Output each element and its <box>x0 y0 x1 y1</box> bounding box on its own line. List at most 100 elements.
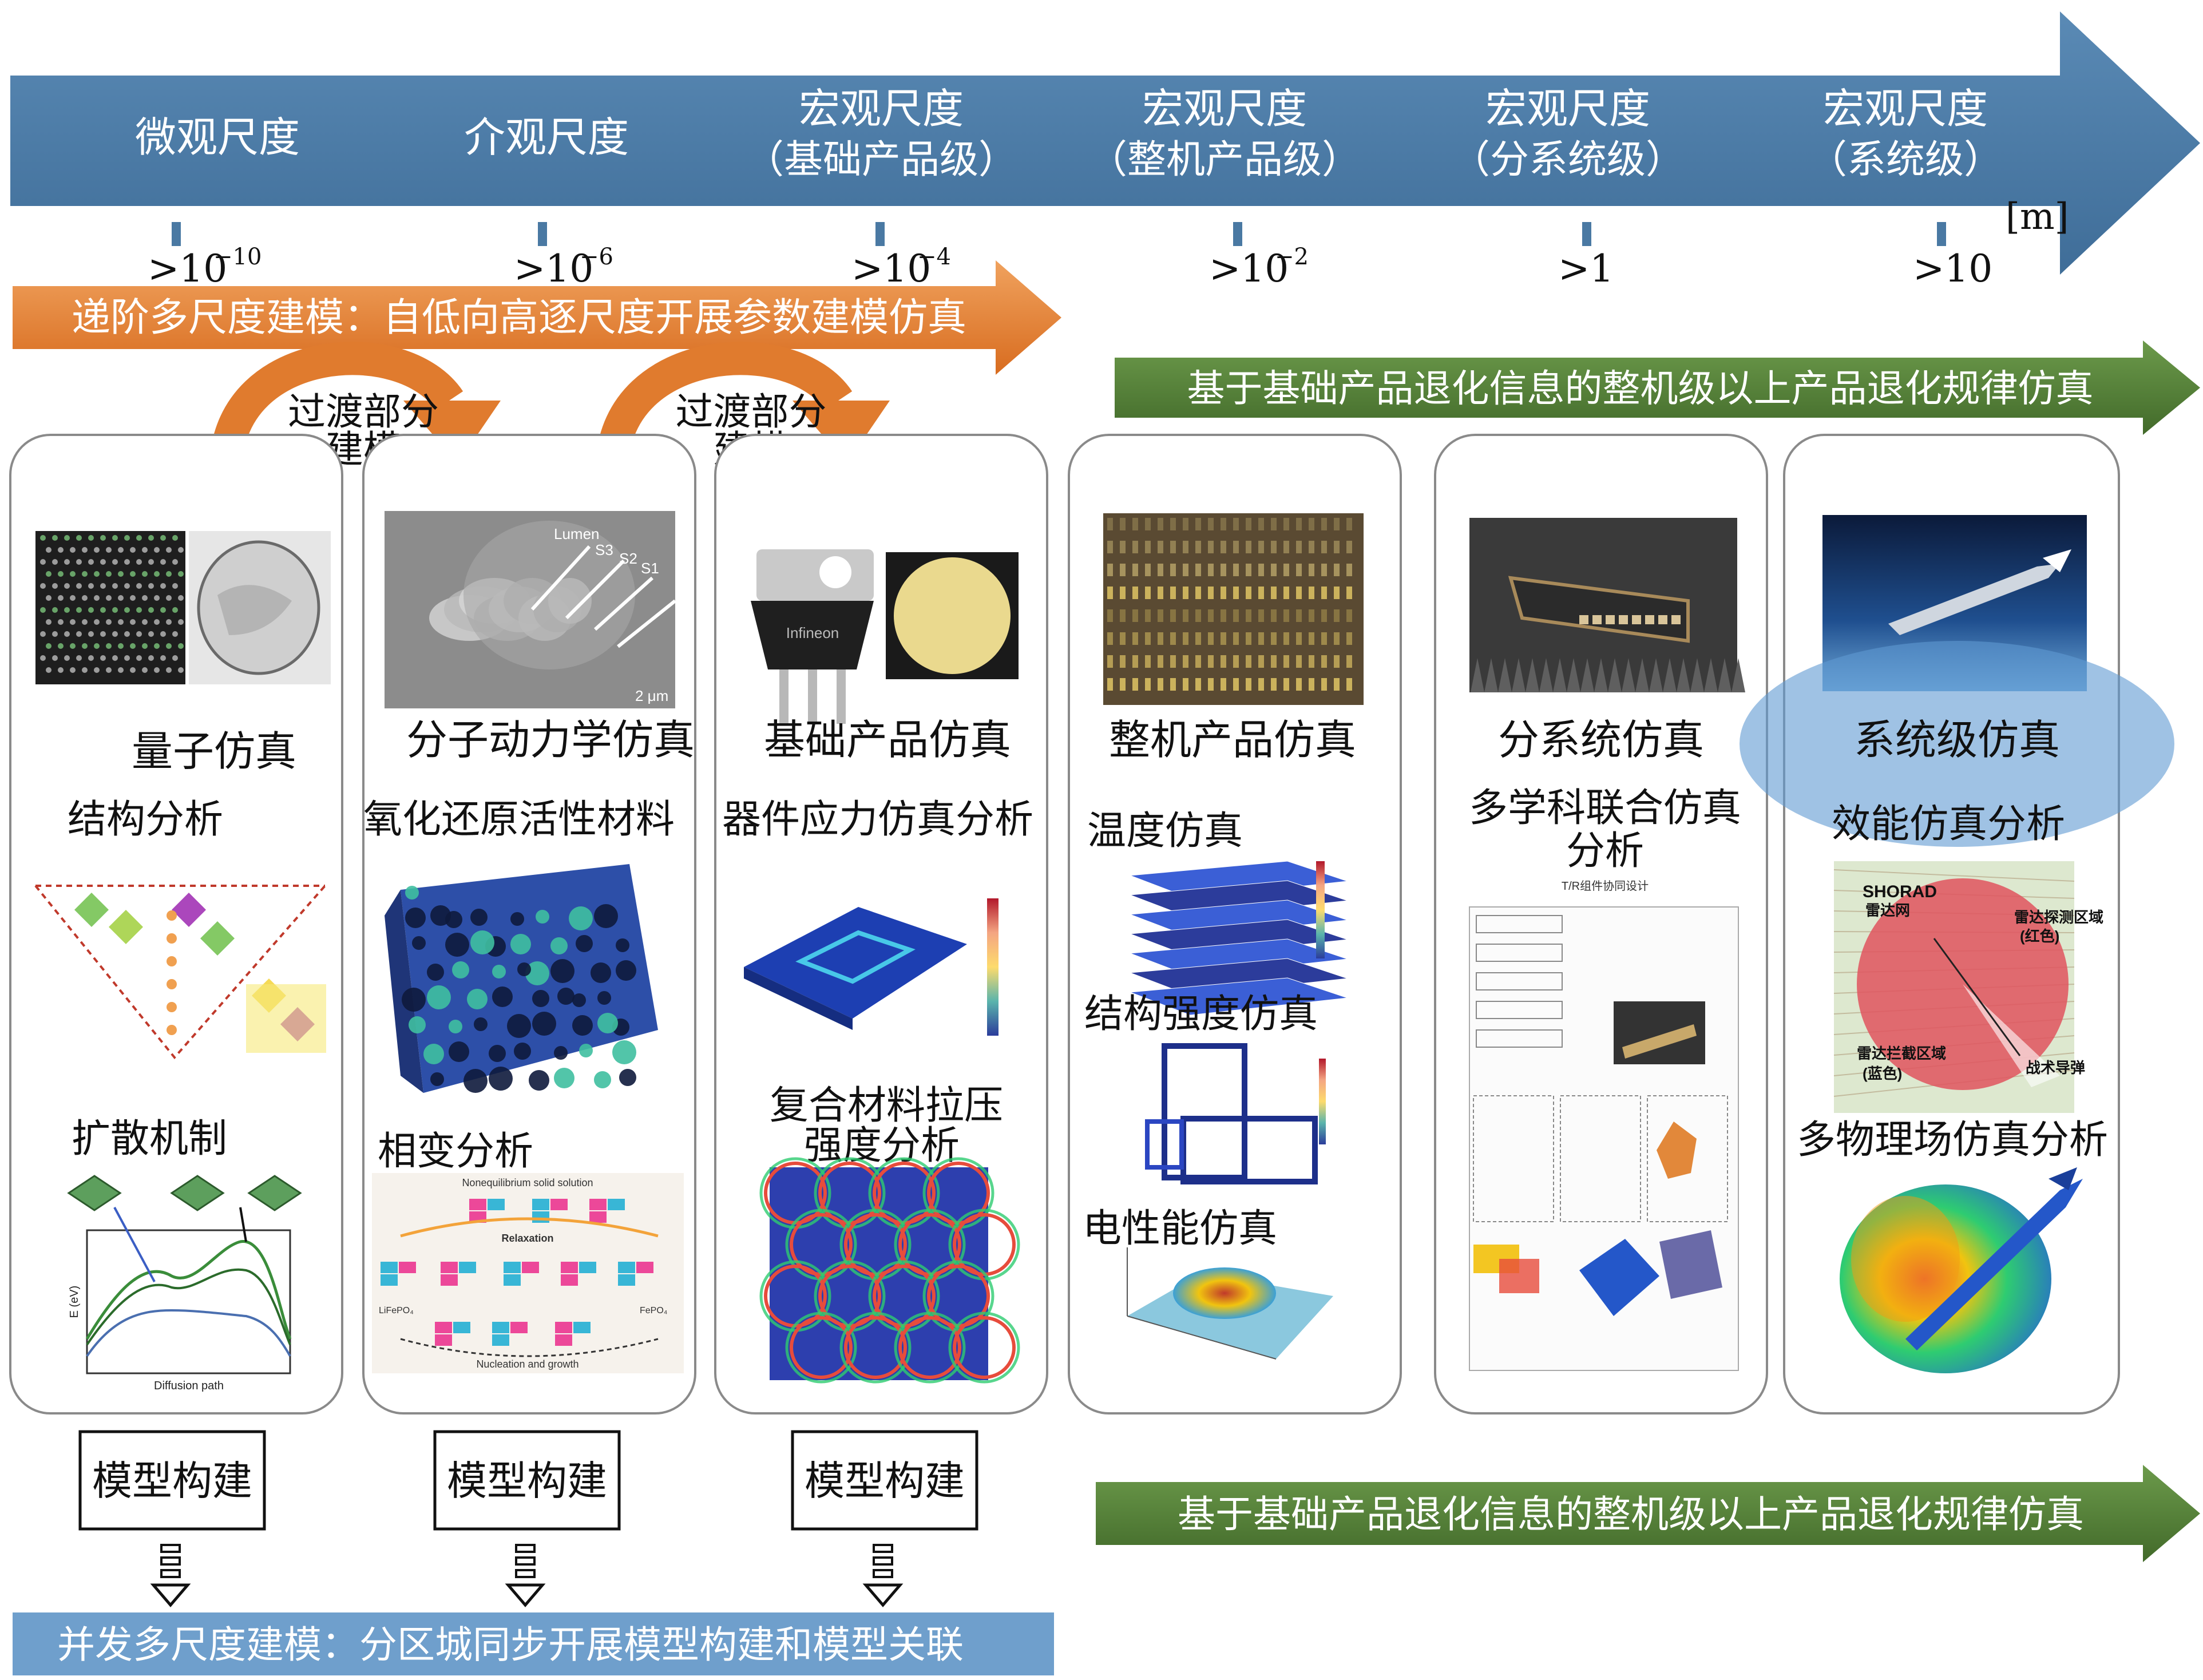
figure-text: S1 <box>641 560 659 577</box>
panel-label: 多学科联合仿真 <box>1469 786 1741 831</box>
panel-title: 分子动力学仿真 <box>406 716 695 764</box>
scale-tick-mark <box>1233 222 1242 246</box>
model-build-box: 模型构建 <box>433 1430 621 1607</box>
transition-arrow-head <box>403 401 501 463</box>
transition-label: 过渡部分 <box>288 390 439 434</box>
panel-machine-product <box>1103 513 1364 1360</box>
figure-text: 2 μm <box>635 687 668 704</box>
scale-column: 宏观尺度（分系统级）>1 <box>1451 85 1685 291</box>
down-arrow-icon <box>505 1544 546 1607</box>
scale-tick-value: >10 <box>851 247 931 291</box>
green-banner-top: 基于基础产品退化信息的整机级以上产品退化规律仿真 <box>1115 340 2200 435</box>
panel-system <box>1740 515 2174 1373</box>
model-build-label: 模型构建 <box>805 1457 965 1504</box>
figure-text: Nucleation and growth <box>476 1358 579 1370</box>
scale-tick-value: >10 <box>1209 247 1289 291</box>
model-build-label: 模型构建 <box>92 1457 252 1504</box>
scale-column: 微观尺度 >10−10 <box>135 113 300 291</box>
panel-title: 分系统仿真 <box>1498 716 1704 764</box>
scale-label: 宏观尺度 <box>799 85 964 133</box>
scale-column: 宏观尺度（整机产品级） >10−2 <box>1088 85 1361 291</box>
diffusion-energy-plot <box>67 1175 302 1374</box>
scale-unit: [m] <box>2006 196 2069 238</box>
figure-text: 雷达网 <box>1865 902 1910 919</box>
transition-arrow-head <box>793 401 890 463</box>
figure-text: (红色) <box>2020 928 2059 945</box>
panel-molecular <box>372 511 684 1373</box>
figure-text: S3 <box>595 541 613 558</box>
transition-arrow-shaft <box>596 342 853 465</box>
panel-label: 多物理场仿真分析 <box>1797 1118 2108 1163</box>
power-device-photo <box>751 549 874 724</box>
scale-label: 宏观尺度 <box>1485 85 1650 133</box>
orange-banner-arrow <box>13 260 1061 375</box>
scale-tick-value: >10 <box>1913 247 1992 291</box>
scale-tick-mark <box>1937 222 1946 246</box>
anechoic-chamber-photo <box>1469 518 1745 692</box>
figure-text: S2 <box>619 550 637 567</box>
panel-label: 效能仿真分析 <box>1832 802 2065 847</box>
panel-label: 结构分析 <box>68 797 223 842</box>
panel-label: 结构强度仿真 <box>1084 992 1318 1037</box>
figure-text: SHORAD <box>1863 882 1937 901</box>
panel-label: 分析 <box>1566 829 1644 874</box>
wafer-disc <box>894 557 1011 674</box>
scale-tick-value: >10 <box>148 247 227 291</box>
thermal-layers-figure <box>1130 861 1348 1016</box>
panel-label: 强度分析 <box>804 1123 960 1168</box>
model-build-label: 模型构建 <box>447 1457 607 1504</box>
lattice-image <box>35 531 331 684</box>
phase-transition-schematic <box>372 1173 684 1373</box>
scale-tick-exponent: −4 <box>917 244 951 270</box>
scale-label: 宏观尺度 <box>1823 85 1988 133</box>
scale-column: 宏观尺度（系统级）>10 <box>1808 85 2003 291</box>
figure-text: Relaxation <box>501 1233 553 1244</box>
panel-subsystem <box>1469 518 1745 1371</box>
scale-tick-exponent: −6 <box>580 244 613 270</box>
scale-sublabel: （整机产品级） <box>1088 137 1361 183</box>
array-antenna-photo <box>1103 513 1364 705</box>
orange-banner-text: 递阶多尺度建模：自低向高逐尺度开展参数建模仿真 <box>72 295 966 340</box>
transition-arrow-shaft <box>209 342 463 465</box>
crystal-structure-figure <box>34 885 326 1060</box>
panel-quantum <box>34 531 331 1374</box>
scale-tick-exponent: −2 <box>1275 244 1309 270</box>
blue-banner-text: 并发多尺度建模：分区城同步开展模型构建和模型关联 <box>57 1623 964 1667</box>
figure-text: FePO₄ <box>640 1306 667 1316</box>
panel-title: 量子仿真 <box>132 727 296 775</box>
figure-text: (蓝色) <box>1863 1065 1902 1082</box>
figure-text: Nonequilibrium solid solution <box>462 1177 593 1188</box>
blue-banner: 并发多尺度建模：分区城同步开展模型构建和模型关联 <box>13 1612 1054 1675</box>
scale-label: 宏观尺度 <box>1142 85 1307 133</box>
scale-label: 介观尺度 <box>464 113 629 161</box>
model-build-box: 模型构建 <box>78 1430 266 1607</box>
panel-label: 复合材料拉压 <box>770 1083 1003 1128</box>
panel-label: 氧化还原活性材料 <box>363 797 675 842</box>
down-arrow-icon <box>150 1544 191 1607</box>
scale-column: 宏观尺度（基础产品级） >10−4 <box>745 85 1017 291</box>
green-banner-top-arrow <box>1115 340 2200 435</box>
panel-title: 基础产品仿真 <box>764 716 1011 764</box>
scale-tick-mark <box>172 222 181 246</box>
scale-label: 微观尺度 <box>135 113 300 161</box>
defense-coverage-map <box>1833 861 2075 1113</box>
figure-text: T/R组件协同设计 <box>1562 879 1649 893</box>
multiphysics-radiation-figure <box>1840 1167 2083 1373</box>
scale-tick-value: >10 <box>514 247 593 291</box>
transition-label: 过渡部分 <box>676 390 827 434</box>
scale-tick-exponent: −10 <box>213 244 261 270</box>
figure-text: LiFePO₄ <box>379 1306 414 1316</box>
panel-title: 整机产品仿真 <box>1109 716 1356 764</box>
figure-text: Lumen <box>554 525 600 542</box>
panel-label: 温度仿真 <box>1087 809 1243 854</box>
missile-in-orbit-photo <box>1740 515 2174 847</box>
scale-tick-mark <box>875 222 885 246</box>
green-banner-top-text: 基于基础产品退化信息的整机级以上产品退化规律仿真 <box>1187 367 2094 411</box>
scale-tick-mark <box>1582 222 1591 246</box>
scale-arrow: 微观尺度>10−10介观尺度>10−6宏观尺度（基础产品级）>10−4宏观尺度（… <box>10 11 2200 291</box>
scale-sublabel: （基础产品级） <box>745 137 1017 183</box>
figure-text: Diffusion path <box>154 1380 224 1392</box>
scale-column: 介观尺度 >10−6 <box>464 113 629 291</box>
